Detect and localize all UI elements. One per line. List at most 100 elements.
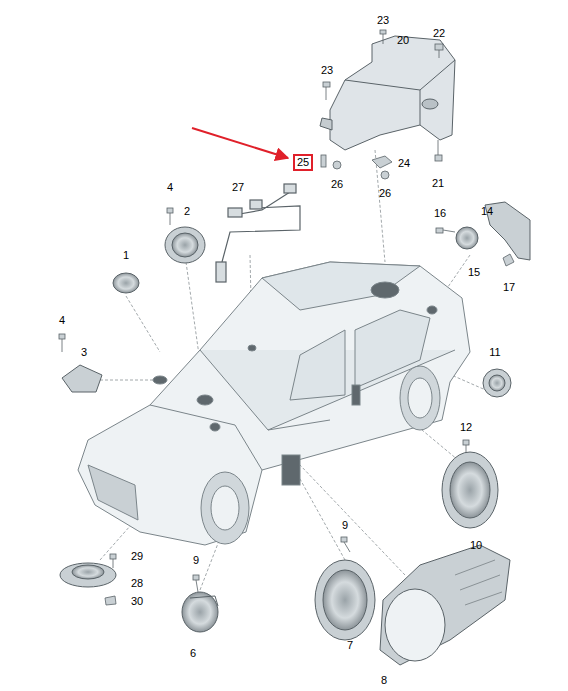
- car-body: [262, 262, 420, 310]
- bolts: [110, 554, 116, 559]
- car-body: [290, 330, 345, 400]
- callout-number: 3: [81, 346, 87, 359]
- callout-number: 26: [379, 187, 391, 200]
- car-body: [427, 306, 437, 314]
- callout-number: 9: [193, 554, 199, 567]
- car-body: [371, 282, 399, 298]
- wire-harness: [216, 262, 226, 282]
- speakers: [60, 202, 530, 665]
- leader-lines: [95, 380, 155, 381]
- callout-number: 17: [503, 281, 515, 294]
- callout-number: 9: [342, 519, 348, 532]
- callout-number: 30: [131, 595, 143, 608]
- subwoofer-enclosure: [420, 90, 421, 125]
- callout-number: 25: [297, 156, 309, 169]
- callout-number: 6: [190, 647, 196, 660]
- car-body: [248, 345, 256, 351]
- wire-harness: [250, 200, 262, 209]
- bolts: [59, 334, 65, 339]
- bolts: [167, 208, 173, 213]
- subwoofer-enclosure: [330, 36, 455, 150]
- bolts: [62, 339, 63, 352]
- pointer-arrow: [192, 128, 288, 158]
- bolts: [105, 596, 116, 605]
- bolts: [196, 580, 198, 592]
- bolts: [383, 34, 384, 44]
- speakers: [165, 227, 205, 263]
- car-body: [268, 420, 330, 430]
- subwoofer-enclosure: [320, 36, 455, 150]
- callout-number: 21: [432, 177, 444, 190]
- car-body: [400, 366, 440, 430]
- bolts: [59, 30, 514, 605]
- callout-number: 23: [377, 14, 389, 27]
- speakers: [385, 589, 445, 661]
- car-body: [352, 385, 360, 405]
- speakers: [455, 560, 502, 605]
- bolts: [503, 254, 514, 266]
- callout-number: 15: [468, 266, 480, 279]
- car-body: [78, 262, 470, 545]
- leader-lines: [126, 296, 160, 352]
- speakers: [62, 365, 102, 392]
- car-body: [282, 455, 300, 485]
- bolts: [193, 575, 199, 580]
- car-body: [153, 376, 167, 384]
- callout-number: 23: [321, 64, 333, 77]
- bolts: [333, 161, 341, 169]
- bolts: [341, 537, 347, 542]
- bolts: [436, 228, 443, 233]
- callout-number: 29: [131, 550, 143, 563]
- bolts: [372, 156, 392, 168]
- callout-number: 2: [184, 205, 190, 218]
- speakers: [113, 273, 139, 293]
- speakers: [172, 233, 198, 257]
- car-body: [201, 472, 249, 544]
- speakers: [72, 565, 104, 579]
- callout-number: 20: [397, 34, 409, 47]
- speakers: [323, 570, 367, 630]
- car-body: [211, 486, 239, 530]
- speakers: [315, 560, 375, 640]
- callout-number: 14: [481, 205, 493, 218]
- bolts: [170, 213, 171, 225]
- bolts: [435, 155, 442, 161]
- speakers: [489, 375, 505, 391]
- bolts: [438, 140, 439, 155]
- bolts: [439, 50, 440, 58]
- callout-number: 27: [232, 181, 244, 194]
- callout-number: 1: [123, 249, 129, 262]
- speakers: [442, 452, 498, 528]
- callout-number: 16: [434, 207, 446, 220]
- callout-number: 24: [398, 157, 410, 170]
- highlighted-callout: 25: [293, 154, 313, 171]
- wire-harness: [284, 184, 296, 193]
- car-body: [210, 423, 220, 431]
- car-body: [197, 395, 213, 405]
- speakers: [190, 596, 218, 606]
- wire-harness: [222, 206, 300, 262]
- bolts: [321, 155, 326, 167]
- bolts: [463, 440, 469, 445]
- callout-number: 8: [381, 674, 387, 687]
- wire-harness: [228, 208, 242, 217]
- leader-lines: [300, 465, 405, 575]
- speakers: [380, 545, 510, 665]
- car-body: [408, 378, 432, 418]
- leader-lines: [295, 470, 345, 560]
- speakers: [450, 462, 490, 518]
- car-body: [88, 465, 138, 520]
- callout-number: 4: [167, 181, 173, 194]
- bolts: [381, 171, 389, 179]
- bolts: [443, 230, 455, 232]
- car-body: [78, 262, 470, 545]
- speakers: [483, 369, 511, 397]
- subwoofer-enclosure: [320, 118, 332, 130]
- callout-number: 10: [470, 539, 482, 552]
- bolts: [344, 542, 350, 552]
- bolts: [113, 559, 114, 568]
- callout-number: 4: [59, 314, 65, 327]
- callout-number: 12: [460, 421, 472, 434]
- wire-harness: [216, 184, 300, 282]
